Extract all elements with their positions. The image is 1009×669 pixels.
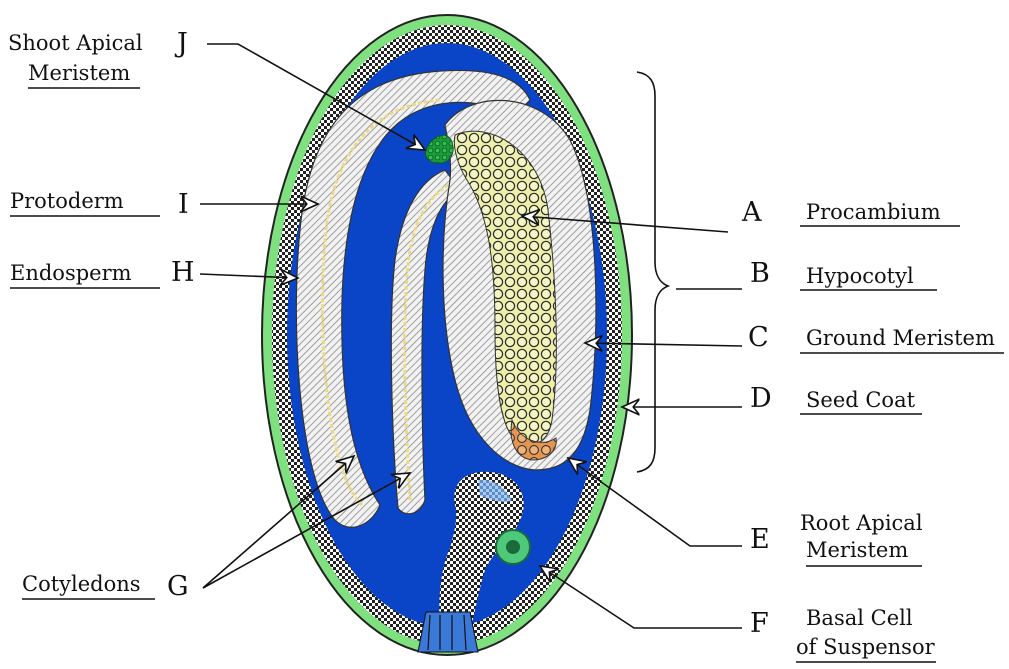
label-D-text: Seed Coat <box>806 388 916 412</box>
label-J-letter: J <box>174 28 188 59</box>
label-E-letter: E <box>750 524 770 555</box>
label-G-text: Cotyledons <box>22 572 141 596</box>
label-B: B Hypocotyl <box>676 258 937 290</box>
label-H-text: Endosperm <box>10 261 132 285</box>
label-G-letter: G <box>167 571 189 602</box>
label-F-text-line2: of Suspensor <box>796 635 936 659</box>
label-I: Protoderm I <box>10 189 318 220</box>
label-D-letter: D <box>750 383 772 414</box>
label-H: Endosperm H <box>10 257 298 288</box>
label-E: E Root Apical Meristem <box>568 458 923 566</box>
label-F: F Basal Cell of Suspensor <box>540 566 936 662</box>
label-J-text-line1: Shoot Apical <box>8 31 143 55</box>
label-I-text: Protoderm <box>10 189 124 213</box>
label-D: D Seed Coat <box>622 383 922 414</box>
label-J-text-line2: Meristem <box>28 61 130 85</box>
hypocotyl-brace <box>637 72 668 472</box>
micropyle <box>418 612 478 652</box>
label-C-text: Ground Meristem <box>806 326 995 350</box>
label-B-letter: B <box>750 258 770 289</box>
label-F-text-line1: Basal Cell <box>806 606 913 630</box>
label-C: C Ground Meristem <box>585 322 1004 353</box>
label-E-text-line2: Meristem <box>806 538 908 562</box>
basal-cell-nucleus <box>506 540 520 554</box>
seed <box>262 15 632 655</box>
label-A-letter: A <box>741 197 762 228</box>
label-H-letter: H <box>171 257 195 288</box>
label-A-text: Procambium <box>806 200 941 224</box>
label-C-letter: C <box>748 322 769 353</box>
label-F-letter: F <box>750 608 769 639</box>
label-E-text-line1: Root Apical <box>800 511 923 535</box>
label-B-text: Hypocotyl <box>806 264 914 288</box>
label-I-letter: I <box>178 189 189 220</box>
